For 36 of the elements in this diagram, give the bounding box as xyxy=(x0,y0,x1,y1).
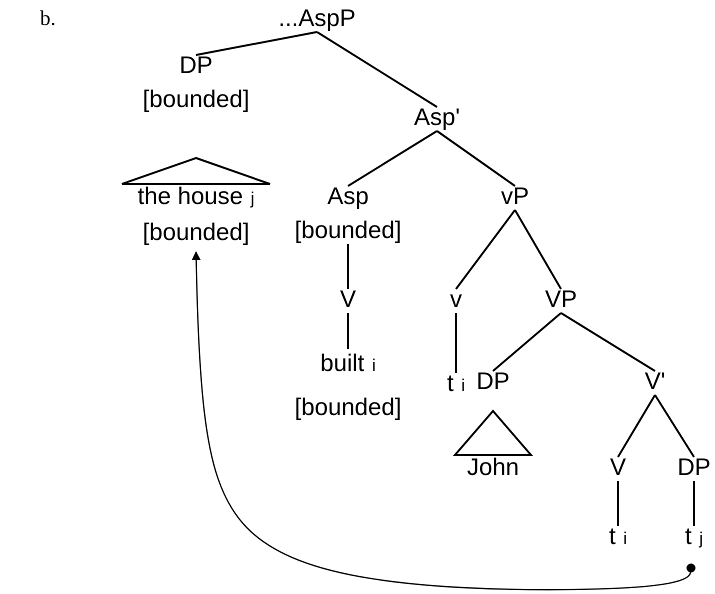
node-label: Asp xyxy=(326,182,370,212)
branch-line xyxy=(347,313,349,349)
branch-line xyxy=(617,481,619,526)
node-label: v xyxy=(450,285,462,315)
feature-label: [bounded] xyxy=(294,216,402,246)
branch-line xyxy=(693,481,695,526)
node-label: DP xyxy=(677,453,711,483)
branch-line xyxy=(455,209,516,290)
branch-line xyxy=(560,312,656,372)
node-label: John xyxy=(466,453,520,483)
node-label: DP xyxy=(476,367,510,397)
branch-line xyxy=(455,313,457,373)
branch-line xyxy=(492,312,562,372)
triangle-branch xyxy=(452,409,534,456)
branch-line xyxy=(617,394,656,458)
node-label: ...AspP xyxy=(278,4,356,34)
branch-line xyxy=(436,130,516,187)
feature-label: [bounded] xyxy=(294,393,402,423)
feature-label: [bounded] xyxy=(142,85,250,115)
branch-line xyxy=(316,31,438,108)
branch-line xyxy=(347,130,438,187)
triangle-branch xyxy=(121,156,271,185)
branch-line xyxy=(347,244,349,289)
node-label: VP xyxy=(544,285,577,315)
branch-line xyxy=(654,394,695,458)
panel-label: b. xyxy=(40,6,56,31)
node-label: vP xyxy=(500,182,529,212)
branch-line xyxy=(196,31,318,56)
movement-arrow xyxy=(192,251,696,590)
node-label: DP xyxy=(178,51,214,81)
node-label: V xyxy=(340,285,356,315)
node-label: V xyxy=(610,453,626,483)
feature-label: [bounded] xyxy=(142,218,250,248)
node-label: Asp' xyxy=(414,103,460,133)
node-label: V' xyxy=(644,367,666,397)
branch-line xyxy=(514,210,562,290)
